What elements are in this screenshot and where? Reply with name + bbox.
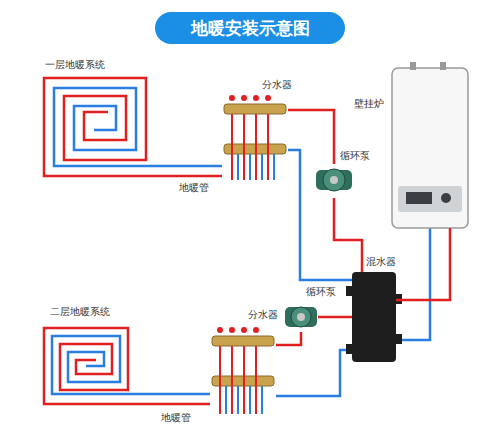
pipe-label: 地暖管 xyxy=(178,182,210,194)
supply-pipe xyxy=(136,403,210,406)
supply-pipe xyxy=(318,316,352,319)
supply-pipe xyxy=(396,228,450,300)
pump xyxy=(285,307,317,327)
title-pill: 地暖安装示意图 xyxy=(155,12,345,44)
manifold xyxy=(224,95,286,180)
manifold: 分水器 xyxy=(210,322,276,414)
return-pipe xyxy=(136,393,210,396)
return-pipe xyxy=(152,165,222,168)
return-pipe xyxy=(288,150,352,280)
floor-loop: 二层地暖系统 xyxy=(40,322,136,424)
heating-coil xyxy=(44,328,136,404)
mixer: 混水器 xyxy=(352,272,396,362)
part-label: 循环泵 xyxy=(340,150,370,162)
hydraulic-separator xyxy=(346,272,402,362)
supply-pipe xyxy=(152,175,222,178)
wall-boiler: 壁挂炉 xyxy=(392,68,468,228)
part-label: 混水器 xyxy=(366,256,396,268)
pump: 循环泵 xyxy=(314,164,354,198)
heating-coil xyxy=(54,88,152,166)
heating-coil xyxy=(44,78,152,176)
manifold: 分水器 xyxy=(222,92,288,180)
supply-pipe xyxy=(276,332,301,345)
part-label: 循环泵 xyxy=(306,286,336,298)
part-label: 分水器 xyxy=(262,79,292,91)
part-label: 壁挂炉 xyxy=(354,98,384,110)
part-label: 二层地暖系统 xyxy=(50,306,110,318)
supply-pipe xyxy=(288,110,334,164)
pipe-label: 地暖管 xyxy=(160,412,192,424)
part-label: 一层地暖系统 xyxy=(45,59,105,71)
floor-loop: 一层地暖系统 xyxy=(40,74,152,186)
supply-pipe xyxy=(334,198,362,272)
return-pipe xyxy=(276,350,352,396)
pump: 循环泵 xyxy=(284,302,318,332)
part-label: 分水器 xyxy=(248,309,278,321)
return-pipe xyxy=(396,228,430,340)
manifold xyxy=(212,327,274,414)
wall-boiler xyxy=(392,62,468,228)
heating-coil xyxy=(52,336,136,394)
pump xyxy=(316,169,352,191)
